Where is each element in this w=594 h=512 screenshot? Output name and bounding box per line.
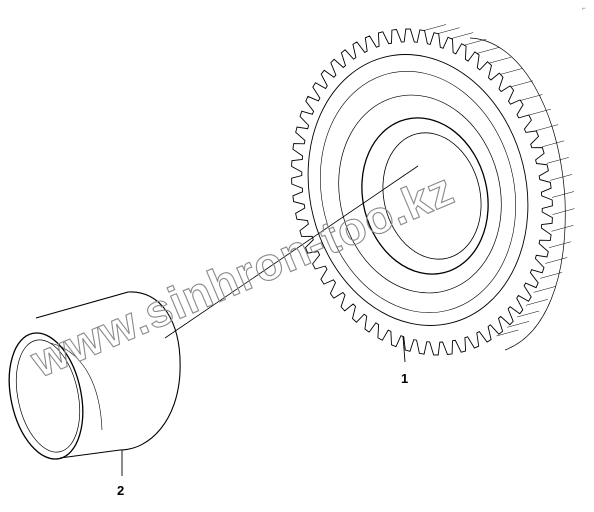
gear-helix-line xyxy=(437,27,460,34)
bushing-part-2 xyxy=(8,291,181,460)
gear-bore-inner xyxy=(382,132,482,260)
gear-face-groove xyxy=(319,71,517,313)
gear-helix-line xyxy=(536,124,559,131)
bushing-front-rim xyxy=(8,332,84,460)
gear-helix-line xyxy=(496,329,519,337)
bushing-body-outline xyxy=(35,291,181,459)
gear-helix-line xyxy=(528,108,551,116)
gear-helix-line xyxy=(489,56,512,64)
gear-helix-line xyxy=(517,310,540,318)
gear-helix-line xyxy=(476,47,500,54)
gear-hub-outer xyxy=(338,94,502,294)
gear-helix-line xyxy=(423,24,447,31)
gear-helix-line xyxy=(546,157,569,164)
gear-helix-line xyxy=(451,32,474,39)
gear-helix-line xyxy=(520,94,543,101)
gear-helix-line xyxy=(551,225,574,232)
gear-helix-line xyxy=(552,208,575,215)
gear-helix-line xyxy=(507,321,530,328)
gear-helix-line xyxy=(500,68,523,75)
assembly-axis-line xyxy=(164,165,419,339)
gear-helix-line xyxy=(533,286,556,293)
gear-helix-line xyxy=(549,241,572,248)
gear-side-edge xyxy=(469,37,566,351)
gear-helix-line xyxy=(542,140,565,148)
gear-teeth xyxy=(291,24,575,356)
callout-label-1: 1 xyxy=(401,371,408,386)
gear-teeth-outline xyxy=(291,28,553,356)
gear-part-1 xyxy=(291,24,575,356)
callout-label-2: 2 xyxy=(117,483,124,498)
gear-helix-line xyxy=(545,257,568,264)
gear-helix-line xyxy=(551,191,575,198)
gear-face-outer xyxy=(307,54,529,326)
gear-helix-line xyxy=(540,272,563,279)
gear-bore-outer xyxy=(361,117,489,275)
watermark-text: www.sinhron-too.kz xyxy=(23,162,461,387)
corner-mark: ⌐ xyxy=(582,6,586,12)
bushing-inner-shade xyxy=(49,342,103,431)
gear-helix-line xyxy=(550,174,573,181)
bushing-front-inner xyxy=(16,339,80,453)
gear-helix-line xyxy=(510,80,533,88)
callout-leader-1 xyxy=(402,335,406,363)
gear-helix-line xyxy=(525,299,548,306)
